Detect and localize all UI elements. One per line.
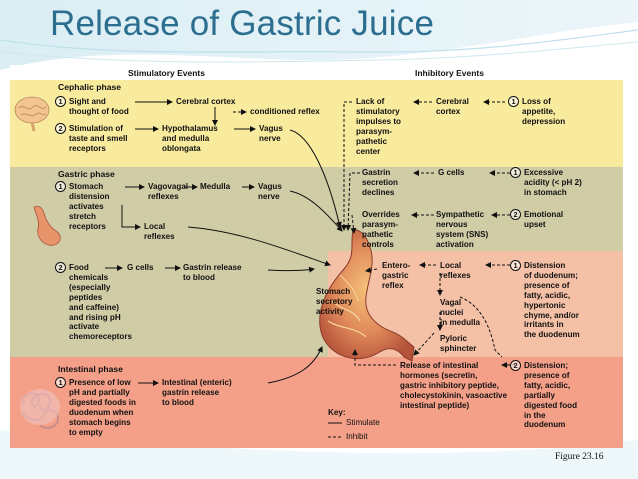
distension-presence-food: Distension; presence of fatty, acidic, p… bbox=[524, 361, 578, 430]
gastrin-release-blood: Gastrin release to blood bbox=[183, 263, 242, 282]
step-number-i1: 1 bbox=[55, 377, 66, 388]
sympathetic-activation: Sympathetic nervous system (SNS) activat… bbox=[436, 210, 489, 249]
stomach-secretory-activity: Stomach secretory activity bbox=[316, 287, 353, 316]
step-number-ic1: 1 bbox=[508, 96, 519, 107]
arrows-layer bbox=[14, 96, 515, 438]
local-reflexes-stim: Local reflexes bbox=[144, 222, 175, 241]
intestinal-phase-label: Intestinal phase bbox=[58, 364, 123, 374]
vagus-nerve-1: Vagus nerve bbox=[259, 124, 283, 143]
cephalic-phase-label: Cephalic phase bbox=[58, 82, 122, 92]
gastric-juice-diagram: Stimulatory Events Inhibitory Events bbox=[10, 65, 623, 448]
step-number-ig1: 1 bbox=[510, 167, 521, 178]
excessive-acidity: Excessive acidity (< pH 2) in stomach bbox=[524, 168, 582, 197]
gastrin-secretion-declines: Gastrin secretion declines bbox=[362, 168, 398, 197]
gastric-phase-label: Gastric phase bbox=[58, 169, 115, 179]
cephalic-band bbox=[10, 80, 623, 167]
enterogastric-reflex: Entero- gastric reflex bbox=[382, 261, 411, 290]
g-cells-inhib: G cells bbox=[438, 168, 465, 177]
intestinal-band bbox=[10, 357, 623, 448]
key-title: Key: bbox=[328, 408, 346, 417]
inhibitory-header: Inhibitory Events bbox=[415, 68, 484, 78]
step-number-g1: 1 bbox=[55, 181, 66, 192]
release-intestinal-hormones: Release of intestinal hormones (secretin… bbox=[400, 361, 508, 410]
low-ph-duodenum: Presence of low pH and partially digeste… bbox=[69, 378, 136, 437]
step-number-ii1: 1 bbox=[510, 260, 521, 271]
hypothalamus-medulla: Hypothalamus and medulla oblongata bbox=[162, 124, 218, 153]
intestine-icon bbox=[20, 389, 60, 429]
brain-icon bbox=[14, 96, 50, 132]
vagus-nerve-2: Vagus nerve bbox=[258, 182, 282, 201]
g-cells-stim: G cells bbox=[127, 263, 154, 272]
lack-stimulatory-impulses: Lack of stimulatory impulses to parasym-… bbox=[356, 97, 401, 156]
figure-caption: Figure 23.16 bbox=[555, 452, 604, 462]
slide-title: Release of Gastric Juice bbox=[50, 4, 435, 43]
food-chemicals: Food chemicals (especially peptides and … bbox=[69, 263, 132, 342]
loss-of-appetite: Loss of appetite, depression bbox=[522, 97, 566, 126]
step-number-ig2: 2 bbox=[510, 209, 521, 220]
small-stomach-icon bbox=[33, 205, 61, 246]
sight-thought-food: Sight and thought of food bbox=[69, 97, 129, 116]
emotional-upset: Emotional upset bbox=[524, 210, 564, 229]
overrides-parasympathetic: Overrides parasym- pathetic controls bbox=[362, 210, 400, 249]
step-number-g2: 2 bbox=[55, 262, 66, 273]
cerebral-cortex-inhib: Cerebral cortex bbox=[436, 97, 469, 116]
intestinal-gastrin-release: Intestinal (enteric) gastrin release to … bbox=[162, 378, 232, 407]
taste-smell-receptors: Stimulation of taste and smell receptors bbox=[69, 124, 128, 153]
cerebral-cortex-stim: Cerebral cortex bbox=[176, 97, 236, 106]
step-number-c1: 1 bbox=[55, 96, 66, 107]
stomach-distension: Stomach distension activates stretch rec… bbox=[69, 182, 110, 231]
key-stimulate: Stimulate bbox=[346, 418, 380, 427]
key-inhibit: Inhibit bbox=[346, 432, 368, 441]
conditioned-reflex: conditioned reflex bbox=[250, 107, 320, 116]
vagovagal-reflexes: Vagovagal reflexes bbox=[148, 182, 189, 201]
step-number-ii2: 2 bbox=[510, 360, 521, 371]
pyloric-sphincter: Pyloric sphincter bbox=[440, 334, 477, 353]
distension-of-duodenum: Distension of duodenum; presence of fatt… bbox=[524, 261, 580, 340]
stimulatory-header: Stimulatory Events bbox=[128, 68, 205, 78]
medulla: Medulla bbox=[200, 182, 231, 191]
vagal-nuclei-medulla: Vagal nuclei in medulla bbox=[440, 298, 481, 327]
local-reflexes-inhib: Local reflexes bbox=[440, 261, 471, 280]
header-strip bbox=[10, 65, 623, 80]
step-number-c2: 2 bbox=[55, 123, 66, 134]
stomach-illustration bbox=[319, 229, 415, 362]
